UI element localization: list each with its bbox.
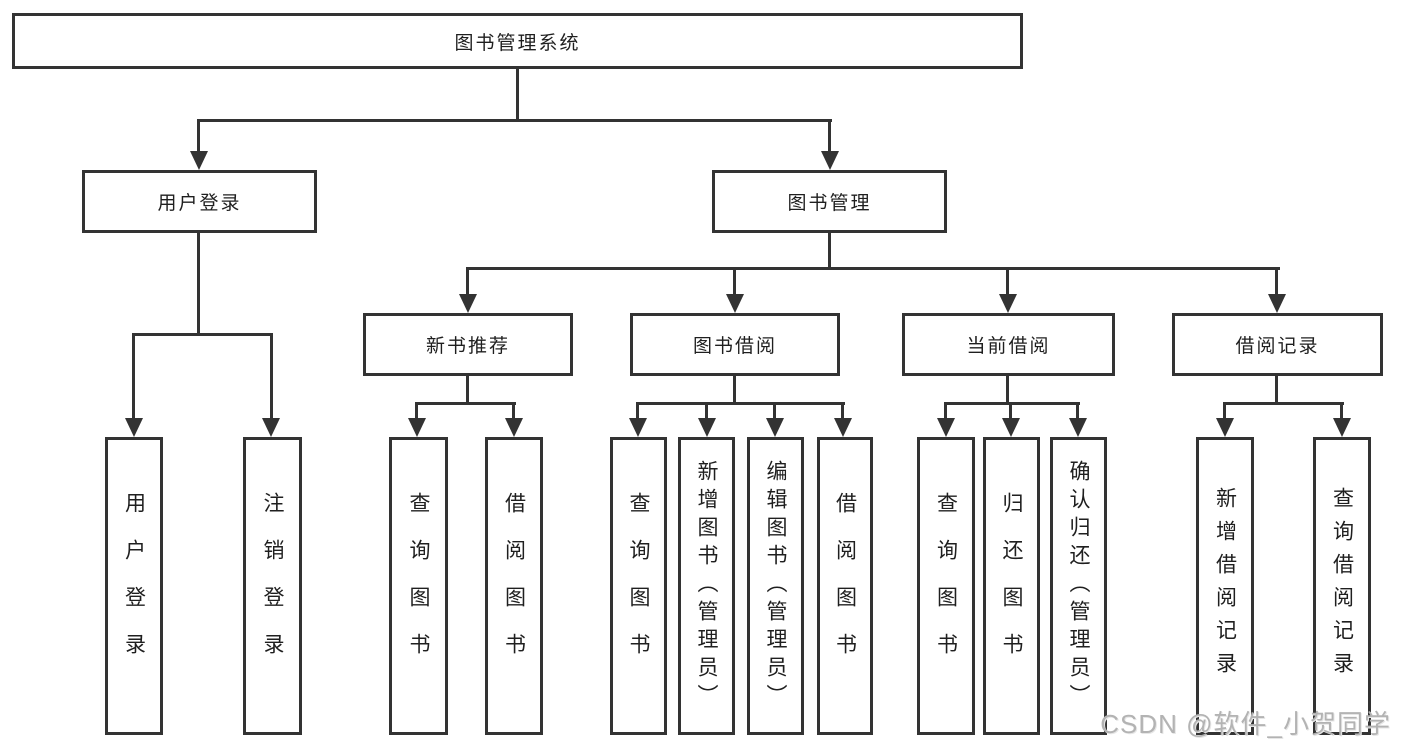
connector-line xyxy=(944,402,1080,405)
node-book-borrowing: 图书借阅 xyxy=(630,313,840,376)
node-query-books-c: 查询图书 xyxy=(917,437,975,735)
arrowhead-down-icon xyxy=(125,418,143,437)
arrowhead-down-icon xyxy=(999,294,1017,313)
connector-line xyxy=(1006,267,1009,298)
node-user-login-branch: 用户登录 xyxy=(82,170,317,233)
connector-line xyxy=(270,333,273,423)
node-borrowing-records: 借阅记录 xyxy=(1172,313,1383,376)
arrowhead-down-icon xyxy=(1069,418,1087,437)
arrowhead-down-icon xyxy=(505,418,523,437)
connector-line xyxy=(828,119,831,157)
connector-line xyxy=(944,402,947,422)
node-add-books-admin: 新增图书（管理员） xyxy=(678,437,735,735)
connector-line xyxy=(1340,402,1343,422)
connector-line xyxy=(197,233,200,336)
connector-line xyxy=(132,333,135,423)
connector-line xyxy=(1076,402,1079,422)
connector-line xyxy=(828,233,831,270)
connector-line xyxy=(1009,402,1012,422)
arrowhead-down-icon xyxy=(1216,418,1234,437)
node-query-books-a: 查询图书 xyxy=(389,437,448,735)
connector-line xyxy=(466,376,469,405)
connector-line xyxy=(416,402,516,405)
node-root: 图书管理系统 xyxy=(12,13,1023,69)
node-new-book-recommend: 新书推荐 xyxy=(363,313,573,376)
connector-line xyxy=(415,402,418,422)
connector-line xyxy=(1223,402,1226,422)
node-edit-books-admin: 编辑图书（管理员） xyxy=(747,437,804,735)
node-borrow-books-b: 借阅图书 xyxy=(817,437,873,735)
arrowhead-down-icon xyxy=(821,151,839,170)
connector-line xyxy=(197,119,200,157)
arrowhead-down-icon xyxy=(629,418,647,437)
node-add-borrow-record: 新增借阅记录 xyxy=(1196,437,1254,735)
arrowhead-down-icon xyxy=(459,294,477,313)
connector-line xyxy=(1006,376,1009,405)
connector-line xyxy=(1223,402,1344,405)
arrowhead-down-icon xyxy=(190,151,208,170)
arrowhead-down-icon xyxy=(1333,418,1351,437)
connector-line xyxy=(733,376,736,405)
watermark: CSDN @软件_小贺同学 xyxy=(1100,709,1391,739)
arrowhead-down-icon xyxy=(1002,418,1020,437)
connector-line xyxy=(512,402,515,422)
arrowhead-down-icon xyxy=(262,418,280,437)
node-confirm-return-admin: 确认归还（管理员） xyxy=(1050,437,1107,735)
connector-line xyxy=(1275,267,1278,298)
arrowhead-down-icon xyxy=(766,418,784,437)
node-return-books: 归还图书 xyxy=(983,437,1040,735)
arrowhead-down-icon xyxy=(726,294,744,313)
node-query-books-b: 查询图书 xyxy=(610,437,667,735)
connector-line xyxy=(841,402,844,422)
connector-line xyxy=(773,402,776,422)
connector-line xyxy=(636,402,845,405)
arrowhead-down-icon xyxy=(834,418,852,437)
connector-line xyxy=(466,267,469,298)
node-book-management: 图书管理 xyxy=(712,170,947,233)
connector-line xyxy=(1275,376,1278,405)
connector-line xyxy=(132,333,273,336)
arrowhead-down-icon xyxy=(1268,294,1286,313)
node-query-borrow-record: 查询借阅记录 xyxy=(1313,437,1371,735)
arrowhead-down-icon xyxy=(698,418,716,437)
connector-line xyxy=(197,119,832,122)
node-borrow-books-a: 借阅图书 xyxy=(485,437,543,735)
node-current-borrowing: 当前借阅 xyxy=(902,313,1115,376)
connector-line xyxy=(733,267,736,298)
connector-line xyxy=(466,267,1280,270)
arrowhead-down-icon xyxy=(408,418,426,437)
node-user-login-leaf: 用户登录 xyxy=(105,437,163,735)
connector-line xyxy=(516,69,519,122)
connector-line xyxy=(705,402,708,422)
node-logout-leaf: 注销登录 xyxy=(243,437,302,735)
arrowhead-down-icon xyxy=(937,418,955,437)
connector-line xyxy=(636,402,639,422)
